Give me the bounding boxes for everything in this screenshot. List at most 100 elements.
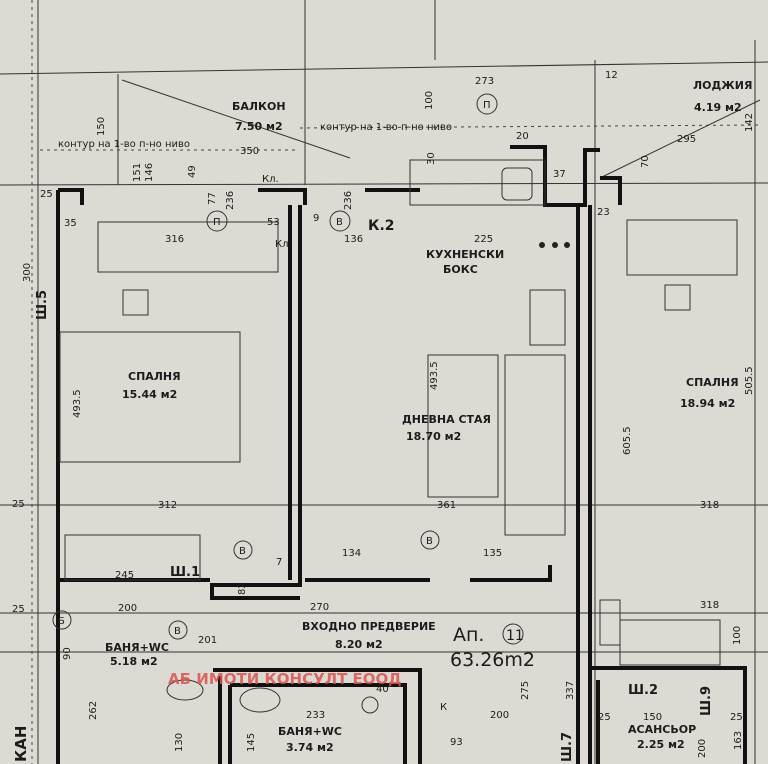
svg-text:93: 93 — [450, 737, 463, 748]
tag-sh7: Ш.7 — [560, 732, 575, 762]
svg-text:150: 150 — [643, 712, 662, 723]
svg-text:145: 145 — [246, 733, 257, 752]
svg-text:300: 300 — [22, 263, 33, 282]
room-area-bedroom-right: 18.94 м2 — [680, 397, 735, 410]
furniture — [59, 159, 738, 714]
room-name-bath2: БАНЯ+WC — [278, 725, 342, 738]
room-name-balcony: БАЛКОН — [232, 100, 286, 113]
svg-text:25: 25 — [40, 189, 53, 200]
svg-text:20: 20 — [516, 131, 529, 142]
svg-text:350: 350 — [240, 146, 259, 157]
apartment-number-circle — [502, 623, 524, 645]
svg-text:77: 77 — [207, 192, 218, 205]
svg-text:201: 201 — [198, 635, 217, 646]
svg-text:53: 53 — [267, 217, 280, 228]
apartment-number: 11 — [506, 628, 524, 644]
svg-text:151: 151 — [132, 163, 143, 182]
tag-sh5: Ш.5 — [35, 290, 50, 320]
watermark: АБ ИМОТИ КОНСУЛТ ЕООД — [168, 670, 402, 688]
room-area-elevator: 2.25 м2 — [637, 738, 685, 751]
svg-text:605.5: 605.5 — [622, 426, 633, 455]
room-name-loggia: ЛОДЖИЯ — [693, 79, 752, 92]
room-name-kitchen: КУХНЕНСКИ — [426, 248, 504, 261]
tag-kan: КАН — [12, 726, 30, 762]
svg-text:100: 100 — [424, 91, 435, 110]
loggia-slope-line — [599, 99, 761, 179]
svg-text:7: 7 — [276, 557, 282, 568]
room-name-bedroom-right: СПАЛНЯ — [686, 376, 739, 389]
svg-text:30: 30 — [426, 152, 437, 165]
svg-text:146: 146 — [144, 163, 155, 182]
svg-text:В: В — [239, 546, 246, 557]
svg-text:493.5: 493.5 — [72, 389, 83, 418]
svg-text:Б: Б — [58, 616, 65, 627]
svg-text:25: 25 — [12, 604, 25, 615]
svg-text:9: 9 — [313, 213, 319, 224]
svg-text:245: 245 — [115, 570, 134, 581]
svg-text:163: 163 — [733, 731, 744, 750]
svg-text:236: 236 — [343, 191, 354, 210]
apartment-area: 63.26m2 — [450, 649, 535, 671]
tag-k: К — [440, 702, 447, 713]
room-area-living: 18.70 м2 — [406, 430, 461, 443]
room-name-bath1: БАНЯ+WC — [105, 641, 169, 654]
balcony-slope-line — [121, 79, 351, 159]
svg-text:П: П — [213, 217, 221, 228]
svg-text:П: П — [483, 100, 491, 111]
svg-text:505.5: 505.5 — [744, 366, 755, 395]
tag-sh1: Ш.1 — [170, 565, 200, 580]
dimension-labels: 273 12 150 350 151 146 49 77 236 53 9 23… — [12, 70, 755, 758]
room-name-hall: ВХОДНО ПРЕДВЕРИЕ — [302, 620, 436, 633]
room-area-bath1: 5.18 м2 — [110, 655, 158, 668]
svg-text:270: 270 — [310, 602, 329, 613]
svg-text:337: 337 — [565, 681, 576, 700]
room-area-bedroom-left: 15.44 м2 — [122, 388, 177, 401]
svg-text:35: 35 — [64, 218, 77, 229]
room-area-bath2: 3.74 м2 — [286, 741, 334, 754]
svg-text:493.5: 493.5 — [429, 361, 440, 390]
svg-text:100: 100 — [732, 626, 743, 645]
apartment-label: Ап. — [453, 624, 484, 646]
svg-text:90: 90 — [62, 647, 73, 660]
stove-dots — [539, 242, 570, 248]
svg-text:262: 262 — [88, 701, 99, 720]
svg-text:200: 200 — [490, 710, 509, 721]
svg-text:12: 12 — [605, 70, 618, 81]
tag-sh2: Ш.2 — [628, 683, 658, 698]
room-name-elevator: АСАНСЬОР — [628, 723, 696, 736]
contour-note-left: контур на 1-во п-но ниво — [58, 139, 190, 150]
svg-text:316: 316 — [165, 234, 184, 245]
contour-dashed — [31, 0, 761, 764]
svg-text:135: 135 — [483, 548, 502, 559]
svg-text:В: В — [174, 626, 181, 637]
tag-kl: Кл. — [262, 174, 279, 185]
room-area-loggia: 4.19 м2 — [694, 101, 742, 114]
svg-text:В: В — [336, 217, 343, 228]
svg-text:23: 23 — [597, 207, 610, 218]
svg-text:70: 70 — [640, 155, 651, 168]
svg-text:130: 130 — [174, 733, 185, 752]
svg-text:82: 82 — [237, 582, 248, 595]
svg-text:233: 233 — [306, 710, 325, 721]
svg-text:295: 295 — [677, 134, 696, 145]
room-name-bedroom-left: СПАЛНЯ — [128, 370, 181, 383]
svg-text:312: 312 — [158, 500, 177, 511]
svg-text:25: 25 — [598, 712, 611, 723]
svg-text:318: 318 — [700, 600, 719, 611]
svg-text:40: 40 — [376, 684, 389, 695]
svg-text:37: 37 — [553, 169, 566, 180]
svg-text:275: 275 — [520, 681, 531, 700]
svg-text:25: 25 — [12, 499, 25, 510]
tag-k2: К.2 — [368, 218, 395, 234]
svg-text:142: 142 — [744, 113, 755, 132]
room-name-kitchen-2: БОКС — [443, 263, 478, 276]
svg-text:273: 273 — [475, 76, 494, 87]
svg-text:49: 49 — [187, 165, 198, 178]
room-name-living: ДНЕВНА СТАЯ — [402, 413, 491, 426]
tag-sh9: Ш.9 — [699, 686, 714, 716]
svg-text:136: 136 — [344, 234, 363, 245]
svg-text:361: 361 — [437, 500, 456, 511]
walls — [56, 145, 747, 764]
